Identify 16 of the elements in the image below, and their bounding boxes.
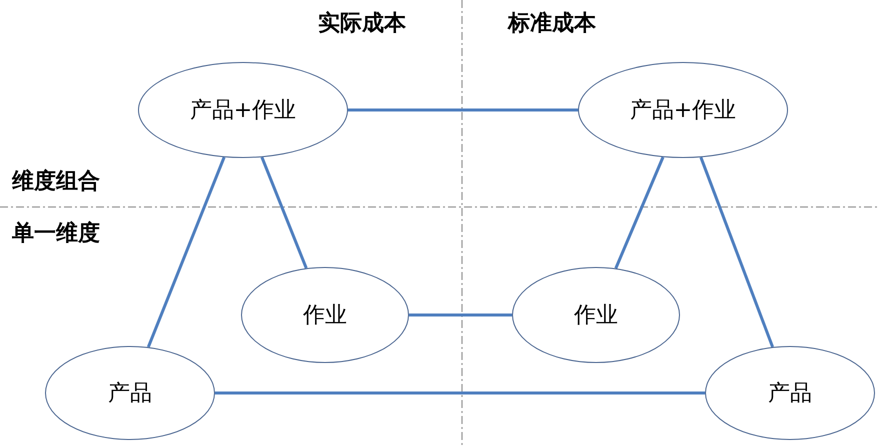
connector-line xyxy=(215,392,705,394)
connector-line xyxy=(614,156,664,269)
node-label: 产品 xyxy=(768,380,812,408)
node-label: 作业 xyxy=(574,302,618,330)
connector-line xyxy=(409,314,512,316)
row-heading: 单一维度 xyxy=(12,220,100,248)
row-heading: 维度组合 xyxy=(12,168,100,196)
column-heading: 标准成本 xyxy=(508,10,596,38)
node-label: 产品+作业 xyxy=(630,97,736,125)
column-heading: 实际成本 xyxy=(318,10,406,38)
node-label: 产品+作业 xyxy=(190,97,296,125)
connector-line xyxy=(348,108,578,112)
node-label: 产品 xyxy=(108,380,152,408)
node-label: 作业 xyxy=(303,302,347,330)
connector-line xyxy=(699,156,774,348)
connector-line xyxy=(146,156,226,348)
